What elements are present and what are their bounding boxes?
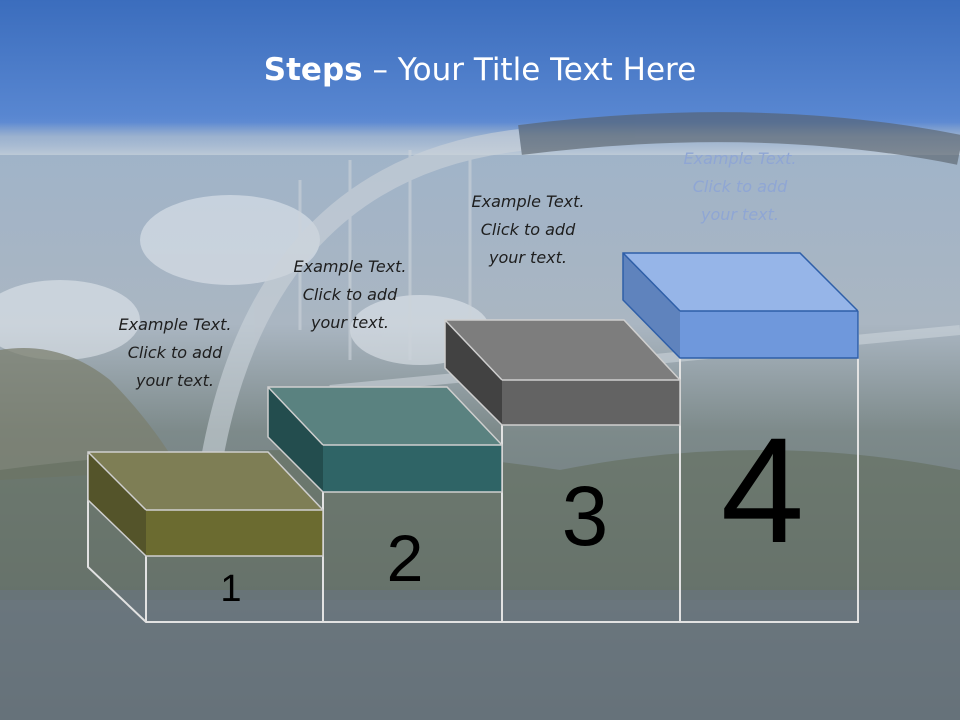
- step-4-caption[interactable]: Example Text. Click to add your text.: [683, 149, 797, 224]
- title-rest: – Your Title Text Here: [362, 52, 697, 88]
- title-bold: Steps: [263, 52, 363, 88]
- step-4-box[interactable]: [622, 252, 859, 359]
- step-2-box[interactable]: [267, 386, 503, 493]
- page-title[interactable]: Steps – Your Title Text Here: [0, 52, 960, 88]
- step-1-number: 1: [220, 568, 242, 610]
- hill-left: [0, 348, 180, 480]
- step-1-caption[interactable]: Example Text. Click to add your text.: [118, 315, 232, 390]
- step-3-caption[interactable]: Example Text. Click to add your text.: [471, 192, 585, 267]
- step-3-number: 3: [561, 469, 609, 563]
- step-2-caption[interactable]: Example Text. Click to add your text.: [293, 257, 407, 332]
- step-2-number: 2: [386, 521, 424, 595]
- water: [0, 590, 960, 720]
- step-1-box[interactable]: [87, 451, 324, 557]
- step-3-box[interactable]: [444, 319, 681, 426]
- step-4-number: 4: [720, 406, 805, 574]
